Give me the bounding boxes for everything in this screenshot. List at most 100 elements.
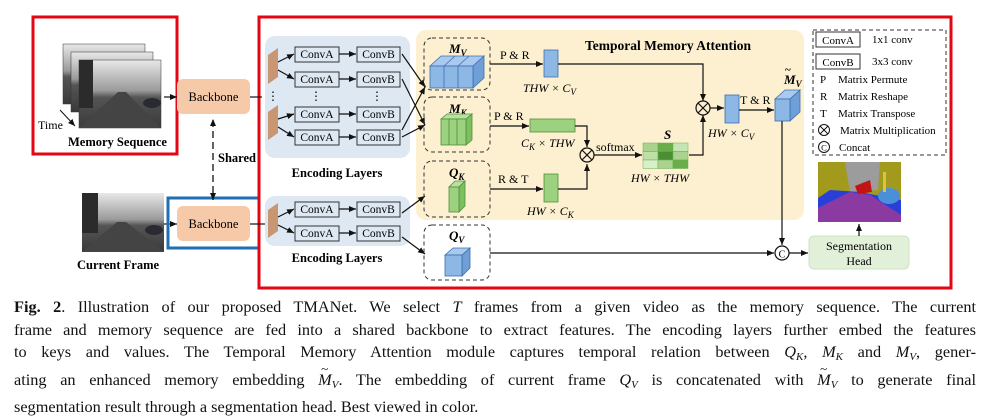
caption-math-sub: V xyxy=(631,378,638,391)
encoding-output-arrows xyxy=(401,53,426,255)
convb-block xyxy=(356,129,401,146)
legend-item: P Matrix Permute xyxy=(820,74,907,86)
s-matrix-cell xyxy=(642,142,659,152)
caption-text: to generate final xyxy=(837,369,977,389)
ellipsis: ⋮ xyxy=(310,89,322,103)
backbone-current: Backbone xyxy=(177,206,250,241)
legend-desc: Matrix Transpose xyxy=(838,108,915,120)
qv-label: QV xyxy=(449,228,465,245)
enhanced-memory-label: MV xyxy=(783,72,803,89)
shared-label: Shared xyxy=(218,151,256,165)
op-mv-label: P & R xyxy=(500,48,530,62)
legend-desc: Matrix Multiplication xyxy=(840,125,936,137)
matrix-multiply-icon xyxy=(695,100,711,116)
segmentation-output-image xyxy=(818,162,901,222)
time-arrow xyxy=(59,109,76,127)
concat-icon xyxy=(818,141,830,153)
s-matrix-cell xyxy=(672,142,689,152)
op-qk-label: R & T xyxy=(498,172,529,186)
caption-math: M xyxy=(822,342,836,361)
caption-math: T xyxy=(452,297,462,316)
caption-line-1: Fig. 2. Illustration of our proposed TMA… xyxy=(14,296,976,319)
matrix-multiply-icon xyxy=(579,147,595,163)
memory-sequence-panel: Time Memory Sequence xyxy=(31,15,179,156)
seg-head-line2: Head xyxy=(846,254,871,268)
backbone-memory: Backbone xyxy=(177,79,250,114)
convb-label: ConvB xyxy=(362,228,395,240)
output-vector-icon xyxy=(724,94,740,124)
legend-desc: 1x1 conv xyxy=(872,34,913,46)
caption-text: , gener- xyxy=(916,342,976,361)
mk-tensor-icon xyxy=(439,113,474,146)
time-label: Time xyxy=(38,118,63,132)
caption-text: , xyxy=(803,342,823,361)
enhanced-memory-tensor-icon xyxy=(773,89,802,122)
attention-matrix-s xyxy=(642,142,689,169)
caption-math: M xyxy=(895,342,910,361)
tilde-mark: ~ xyxy=(785,64,791,76)
arrow-mk-to-multiply xyxy=(575,125,590,147)
dim-mk-label: CK × THW xyxy=(521,136,575,152)
conva-label: ConvA xyxy=(300,228,334,240)
caption-line-4: ating an enhanced memory embedding MV. T… xyxy=(14,358,977,397)
qv-tensor-icon xyxy=(443,247,472,277)
qk-label: QK xyxy=(449,165,465,182)
convb-block xyxy=(356,46,401,63)
module-highlight-box xyxy=(257,15,953,290)
caption-text: frame and memory sequence are fed into a… xyxy=(14,319,976,339)
feature-map-icon xyxy=(268,105,278,140)
caption-math: Q xyxy=(619,369,632,389)
s-matrix-cell xyxy=(672,151,689,161)
tma-title: Temporal Memory Attention xyxy=(585,38,751,53)
legend-key: R xyxy=(820,91,828,103)
caption-text: ating an enhanced memory embedding xyxy=(14,369,319,389)
legend-key: P xyxy=(820,74,826,86)
caption-text: to keys and values. The Temporal Memory … xyxy=(14,342,785,361)
qk-reshaped-icon xyxy=(543,173,559,203)
memory-frames-stack xyxy=(62,43,162,129)
mv-tensor-icon xyxy=(428,55,486,89)
concat-icon: C xyxy=(774,245,790,261)
conva-label: ConvA xyxy=(300,74,334,86)
caption-math: M xyxy=(817,358,831,392)
convb-label: ConvB xyxy=(362,132,395,144)
convb-block xyxy=(356,106,401,123)
caption-text: segmentation result through a segmentati… xyxy=(14,397,479,416)
s-matrix-cell xyxy=(642,151,659,161)
current-frame-image xyxy=(82,193,164,252)
dim-out-label: HW × CV xyxy=(707,126,756,142)
current-frame-label: Current Frame xyxy=(77,258,159,272)
feature-map-icon xyxy=(268,203,278,238)
figure-caption: Fig. 2. Illustration of our proposed TMA… xyxy=(14,296,976,419)
legend-key-box xyxy=(815,53,861,70)
current-frame-panel: Current Frame xyxy=(77,193,164,272)
mv-reshaped-icon xyxy=(543,49,559,78)
legend-item: Matrix Multiplication xyxy=(818,124,936,137)
legend-desc: Matrix Permute xyxy=(838,74,907,86)
caption-math-sub: V xyxy=(331,378,339,391)
op-mk-label: P & R xyxy=(494,109,524,123)
conva-label: ConvA xyxy=(300,49,334,61)
backbone-current-label: Backbone xyxy=(189,217,239,231)
encoding-layers-title: Encoding Layers xyxy=(292,251,383,265)
feature-map-icon xyxy=(268,48,278,84)
arrow-qk-to-multiply xyxy=(558,164,590,190)
caption-line-5: segmentation result through a segmentati… xyxy=(14,396,976,419)
segmentation-head: Segmentation Head xyxy=(808,235,910,270)
caption-math: Q xyxy=(784,342,797,361)
caption-text: frames from a given video as the memory … xyxy=(461,297,976,316)
s-matrix-cell xyxy=(657,142,674,152)
encoding-layers-title: Encoding Layers xyxy=(292,166,383,180)
caption-math-sub: K xyxy=(796,351,804,363)
op-out-label: T & R xyxy=(740,93,770,107)
s-matrix-cell xyxy=(642,159,659,169)
qk-box xyxy=(423,160,491,218)
